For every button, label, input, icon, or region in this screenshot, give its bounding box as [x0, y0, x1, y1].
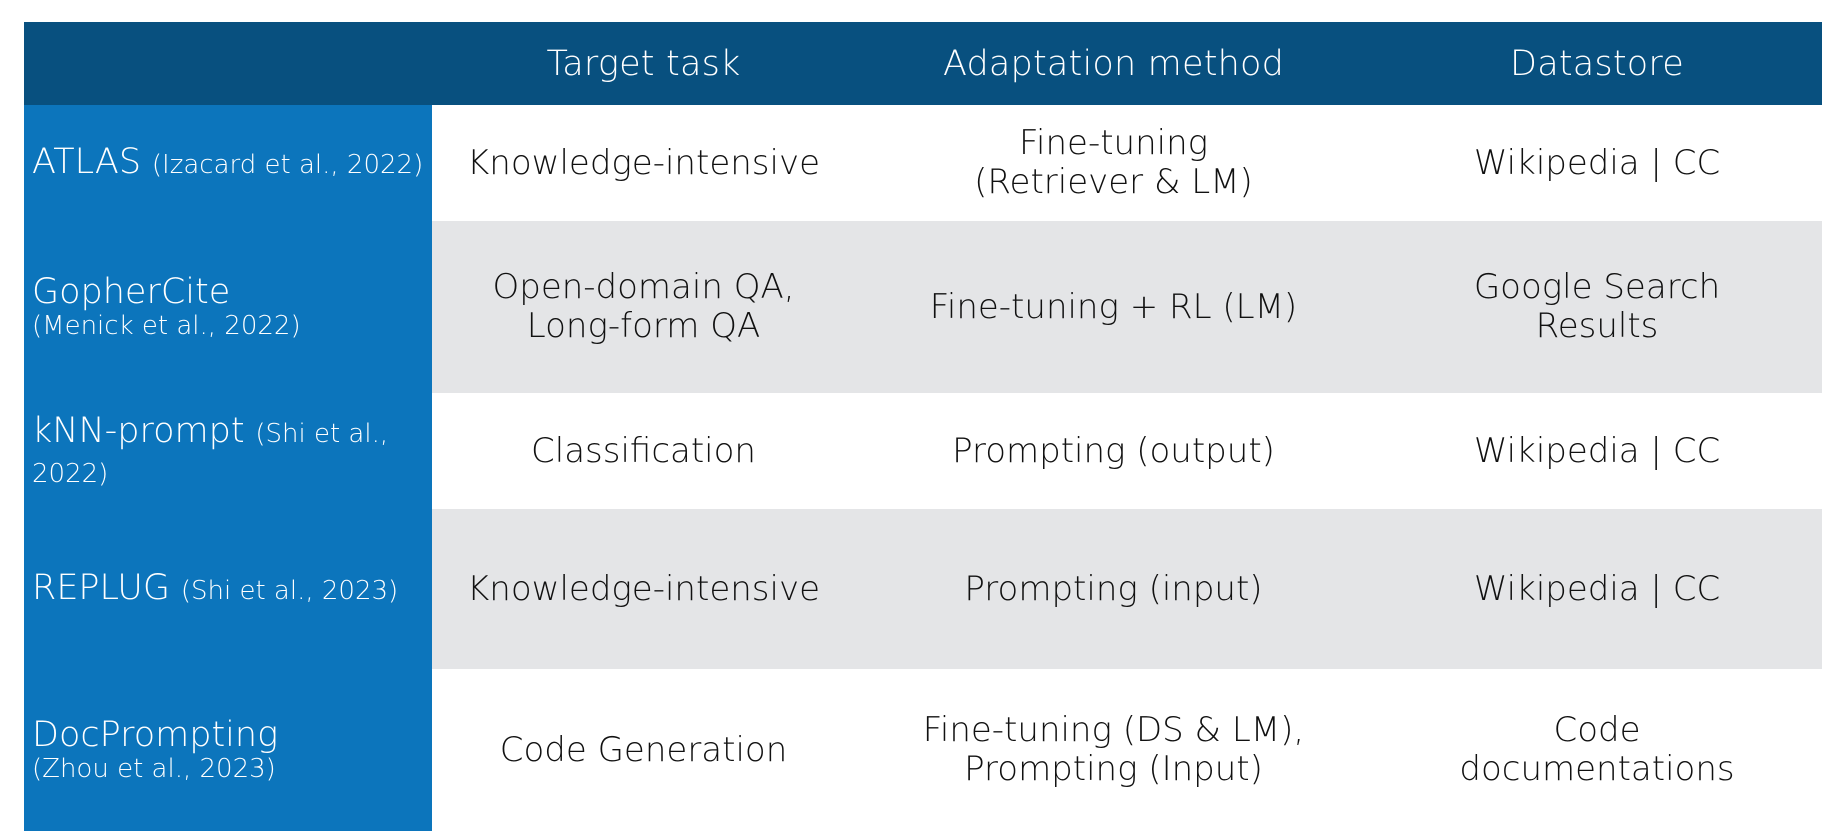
target-task-line-2: Long-form QA — [526, 306, 761, 346]
datastore-cell: Wikipedia | CC — [1372, 393, 1822, 509]
table-body: ATLAS (Izacard et al., 2022) Knowledge-i… — [24, 105, 1822, 831]
datastore-cell: Wikipedia | CC — [1372, 105, 1822, 221]
table-header: Target task Adaptation method Datastore — [24, 22, 1822, 105]
method-citation: (Izacard et al., 2022) — [151, 150, 424, 181]
table-row: kNN-prompt (Shi et al., 2022) Classifica… — [24, 393, 1822, 509]
method-name: DocPrompting — [32, 714, 279, 755]
method-citation: (Menick et al., 2022) — [32, 311, 301, 342]
adaptation-method-line-2: Prompting (Input) — [964, 749, 1263, 789]
adaptation-method-cell: Fine-tuning (DS & LM), Prompting (Input) — [855, 669, 1372, 831]
comparison-table: Target task Adaptation method Datastore … — [24, 22, 1822, 831]
adaptation-method-line-1: Prompting (input) — [964, 568, 1263, 609]
datastore-line-2: documentations — [1459, 749, 1735, 789]
adaptation-method-cell: Prompting (input) — [855, 509, 1372, 669]
target-task-line-1: Code Generation — [499, 729, 788, 770]
method-name-cell: GopherCite (Menick et al., 2022) — [24, 221, 432, 393]
table-row: ATLAS (Izacard et al., 2022) Knowledge-i… — [24, 105, 1822, 221]
datastore-line-1: Code — [1553, 710, 1641, 751]
adaptation-method-line-1: Fine-tuning + RL (LM) — [929, 286, 1298, 327]
column-header-target-task: Target task — [432, 22, 855, 105]
column-header-datastore: Datastore — [1372, 22, 1822, 105]
method-name: REPLUG — [32, 568, 171, 609]
method-name-cell: kNN-prompt (Shi et al., 2022) — [24, 393, 432, 509]
adaptation-method-line-2: (Retriever & LM) — [974, 162, 1253, 202]
table-row: REPLUG (Shi et al., 2023) Knowledge-inte… — [24, 509, 1822, 669]
method-name-cell: REPLUG (Shi et al., 2023) — [24, 509, 432, 669]
table-row: DocPrompting (Zhou et al., 2023) Code Ge… — [24, 669, 1822, 831]
method-name-cell: DocPrompting (Zhou et al., 2023) — [24, 669, 432, 831]
target-task-line-1: Knowledge-intensive — [467, 568, 820, 609]
method-citation: (Shi et al., 2023) — [180, 576, 399, 607]
method-name-cell: ATLAS (Izacard et al., 2022) — [24, 105, 432, 221]
method-citation: (Shi et al., 2022) — [32, 419, 389, 489]
column-header-blank — [24, 22, 432, 105]
datastore-cell: Code documentations — [1372, 669, 1822, 831]
datastore-line-1: Wikipedia | CC — [1473, 430, 1721, 471]
datastore-line-1: Google Search — [1473, 267, 1721, 308]
target-task-cell: Knowledge-intensive — [432, 105, 855, 221]
datastore-line-2: Results — [1535, 306, 1659, 346]
datastore-line-1: Wikipedia | CC — [1473, 568, 1721, 609]
method-name: kNN-prompt — [32, 411, 245, 452]
target-task-cell: Open-domain QA, Long-form QA — [432, 221, 855, 393]
method-citation: (Zhou et al., 2023) — [32, 754, 276, 785]
adaptation-method-cell: Fine-tuning (Retriever & LM) — [855, 105, 1372, 221]
adaptation-method-cell: Prompting (output) — [855, 393, 1372, 509]
target-task-line-1: Classification — [531, 430, 756, 471]
datastore-cell: Google Search Results — [1372, 221, 1822, 393]
table-row: GopherCite (Menick et al., 2022) Open-do… — [24, 221, 1822, 393]
adaptation-method-line-1: Fine-tuning — [1018, 123, 1209, 164]
target-task-line-1: Knowledge-intensive — [467, 142, 820, 183]
column-header-adaptation-method: Adaptation method — [855, 22, 1372, 105]
adaptation-method-cell: Fine-tuning + RL (LM) — [855, 221, 1372, 393]
target-task-line-1: Open-domain QA, — [492, 267, 795, 308]
target-task-cell: Knowledge-intensive — [432, 509, 855, 669]
adaptation-method-line-1: Prompting (output) — [952, 430, 1275, 471]
datastore-cell: Wikipedia | CC — [1372, 509, 1822, 669]
header-row: Target task Adaptation method Datastore — [24, 22, 1822, 105]
datastore-line-1: Wikipedia | CC — [1473, 142, 1721, 183]
method-name: GopherCite — [32, 271, 231, 312]
comparison-table-container: Target task Adaptation method Datastore … — [24, 22, 1822, 831]
method-name: ATLAS — [32, 142, 142, 183]
adaptation-method-line-1: Fine-tuning (DS & LM), — [922, 710, 1305, 751]
target-task-cell: Code Generation — [432, 669, 855, 831]
target-task-cell: Classification — [432, 393, 855, 509]
